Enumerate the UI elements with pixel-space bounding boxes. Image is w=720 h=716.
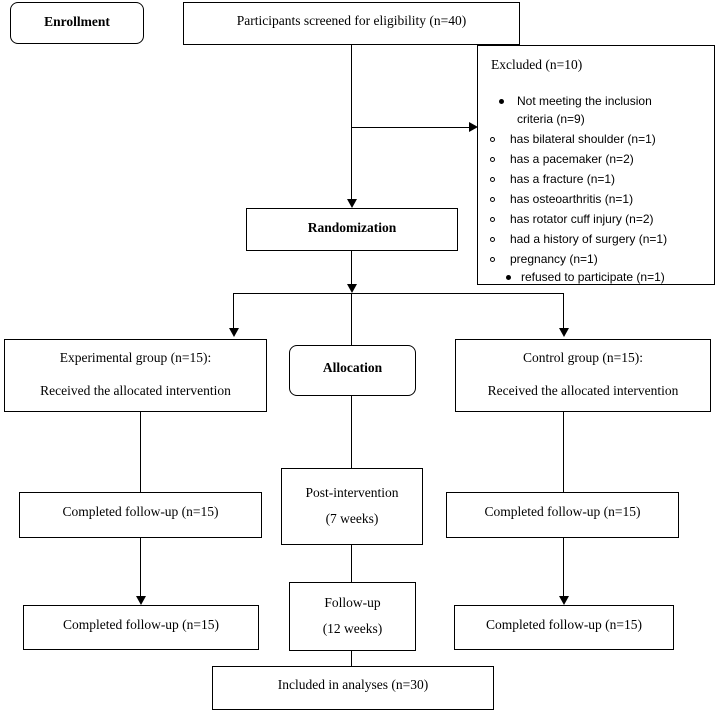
connector-randomization-down [351, 251, 353, 287]
arrow-to-excluded [469, 122, 478, 132]
connector-left-completed [140, 538, 142, 596]
arrow-right-completed [559, 596, 569, 605]
connector-experimental-down [140, 412, 142, 492]
circle-bullet-icon [490, 257, 495, 263]
completed-followup-right-1: Completed follow-up (n=15) [446, 492, 679, 538]
excluded-title: Excluded (n=10) [491, 57, 583, 72]
post-intervention-box: Post-intervention (7 weeks) [281, 468, 423, 545]
bullet-icon [499, 99, 504, 105]
arrow-to-randomization [347, 199, 357, 208]
refused-item: refused to participate (n=1) [506, 270, 665, 284]
connector-control-down [563, 412, 565, 492]
connector-branch [233, 293, 564, 295]
circle-bullet-icon [490, 157, 495, 163]
connector-center [351, 293, 353, 345]
circle-bullet-icon [490, 177, 495, 183]
reason-item: has a fracture (n=1) [490, 172, 615, 186]
connector-post-to-followup [351, 545, 353, 582]
reason-item: has bilateral shoulder (n=1) [490, 132, 656, 146]
connector-screened-to-randomization [351, 45, 353, 205]
reason-item: has a pacemaker (n=2) [490, 152, 634, 166]
reason-item: had a history of surgery (n=1) [490, 232, 667, 246]
excluded-box: Excluded (n=10) Not meeting the inclusio… [477, 45, 715, 285]
connector-to-excluded [351, 127, 471, 129]
not-meeting-item: Not meeting the inclusion [499, 94, 652, 108]
followup-box: Follow-up (12 weeks) [289, 582, 416, 651]
control-group-box: Control group (n=15): Received the alloc… [455, 339, 711, 412]
randomization-box: Randomization [246, 208, 458, 251]
circle-bullet-icon [490, 237, 495, 243]
completed-followup-right-2: Completed follow-up (n=15) [454, 605, 674, 650]
screened-box: Participants screened for eligibility (n… [183, 2, 520, 45]
reason-item: pregnancy (n=1) [490, 252, 598, 266]
connector-right-completed [563, 538, 565, 596]
circle-bullet-icon [490, 137, 495, 143]
connector-followup-to-included [351, 651, 353, 666]
connector-branch-left [233, 293, 235, 328]
completed-followup-left-1: Completed follow-up (n=15) [19, 492, 262, 538]
connector-allocation-to-post [351, 396, 353, 468]
arrow-to-experimental [229, 328, 239, 337]
bullet-icon [506, 275, 511, 281]
not-meeting-item-cont: criteria (n=9) [517, 112, 585, 126]
circle-bullet-icon [490, 217, 495, 223]
experimental-group-box: Experimental group (n=15): Received the … [4, 339, 267, 412]
circle-bullet-icon [490, 197, 495, 203]
arrow-to-control [559, 328, 569, 337]
arrow-left-completed [136, 596, 146, 605]
completed-followup-left-2: Completed follow-up (n=15) [23, 605, 259, 650]
arrow-randomization-down [347, 284, 357, 293]
enrollment-label: Enrollment [10, 2, 144, 44]
reason-item: has rotator cuff injury (n=2) [490, 212, 654, 226]
connector-branch-right [563, 293, 565, 328]
allocation-label: Allocation [289, 345, 416, 396]
reason-item: has osteoarthritis (n=1) [490, 192, 633, 206]
included-in-analyses-box: Included in analyses (n=30) [212, 666, 494, 710]
